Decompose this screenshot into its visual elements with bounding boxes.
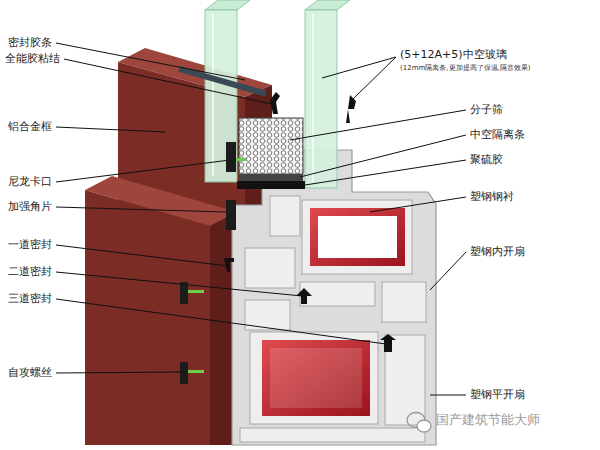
part-label: 尼龙卡口	[8, 175, 52, 188]
watermark-icon	[407, 413, 431, 433]
glazing-seal	[270, 92, 280, 114]
part-label: 密封胶条	[8, 36, 52, 49]
part-label: 加强角片	[8, 200, 52, 213]
polysulfide-sealant	[237, 181, 305, 189]
part-label: 自攻螺丝	[8, 366, 52, 379]
spacer-bar	[239, 174, 303, 181]
steel-liner	[310, 208, 405, 266]
watermark: 国产建筑节能大师	[436, 412, 540, 428]
seal-strip	[178, 66, 266, 97]
note-text: (12mm隔离条,更加提高了保温,隔音效果)	[400, 64, 530, 73]
seal-three	[380, 334, 396, 352]
glass-pane	[205, 10, 237, 182]
steel-liner-inner	[270, 348, 362, 408]
part-label: 中空隔离条	[470, 128, 525, 141]
part-label: 塑钢内开扇	[470, 245, 525, 258]
part-label: 全能胶粘结	[5, 52, 60, 65]
clip-channel	[226, 142, 236, 172]
part-label: 塑钢钢衬	[470, 190, 514, 203]
part-label: 三道密封	[8, 292, 52, 305]
corner-piece	[226, 200, 236, 230]
glass-pane	[305, 10, 337, 188]
part-label: 二道密封	[8, 265, 52, 278]
glass-top	[205, 0, 250, 10]
glazing-seal	[346, 95, 356, 123]
part-label: 一道密封	[8, 238, 52, 251]
leader-lines	[56, 43, 466, 395]
part-label: 聚硫胶	[470, 153, 503, 166]
steel-liner	[262, 340, 370, 416]
seal-one	[224, 258, 234, 272]
glass-top	[305, 0, 350, 10]
part-label: (5+12A+5)中空玻璃	[400, 48, 507, 61]
pvc-profile	[232, 150, 436, 445]
part-label: 铝合金框	[8, 120, 52, 133]
molecular-sieve	[239, 118, 303, 174]
part-label: 分子筛	[470, 103, 503, 116]
steel-liner-inner	[318, 216, 397, 258]
part-label: 塑钢平开扇	[470, 388, 525, 401]
